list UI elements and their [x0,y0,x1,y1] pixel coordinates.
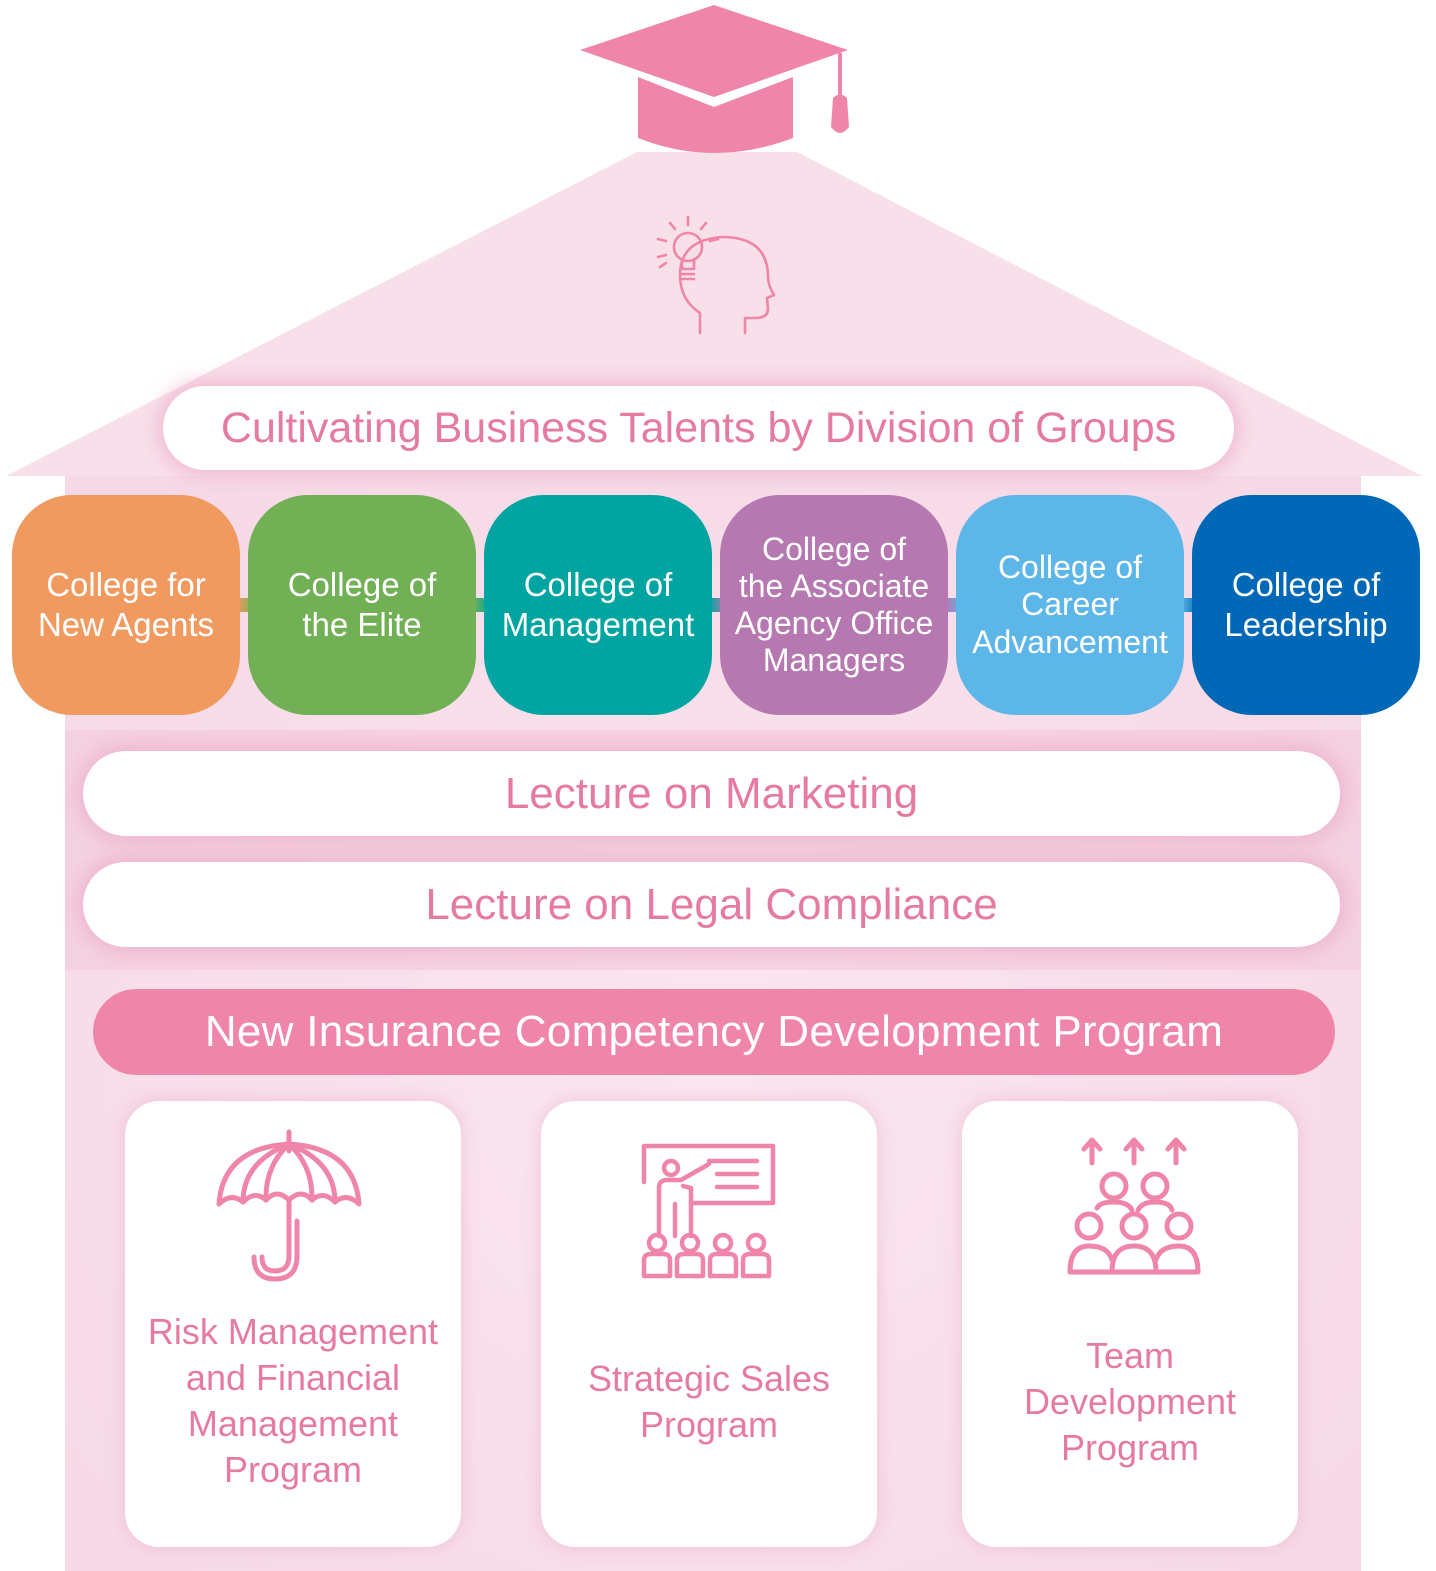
card-label: Team Development Program [1023,1335,1237,1468]
program-title: New Insurance Competency Development Pro… [93,989,1335,1075]
college-label: College of Career Advancement [972,549,1168,660]
college-label: College for New Agents [37,565,215,643]
college-management: College of Management [484,495,712,715]
college-leadership: College of Leadership [1192,495,1420,715]
college-new-agents: College for New Agents [12,495,240,715]
division-title: Cultivating Business Talents by Division… [163,386,1234,470]
team-growth-icon [1067,1137,1201,1275]
college-label: College of Management [501,565,695,643]
presentation-icon [641,1143,776,1279]
college-label: College of Leadership [1224,565,1388,643]
lecture-legal-compliance: Lecture on Legal Compliance [83,862,1340,947]
program-card-strategic-sales: Strategic Sales Program [541,1101,877,1547]
card-label: Risk Management and Financial Management… [147,1311,439,1490]
college-label: College of the Elite [287,565,437,643]
program-card-risk: Risk Management and Financial Management… [125,1101,461,1547]
program-title-text: New Insurance Competency Development Pro… [204,1007,1224,1056]
umbrella-icon [216,1129,362,1282]
lecture-legal-text: Lecture on Legal Compliance [425,879,998,929]
college-label: College of the Associate Agency Office M… [734,530,934,679]
division-title-text: Cultivating Business Talents by Division… [220,403,1177,452]
college-associate-agency: College of the Associate Agency Office M… [720,495,948,715]
lecture-marketing-text: Lecture on Marketing [504,768,919,818]
card-label: Strategic Sales Program [587,1358,831,1445]
lecture-marketing: Lecture on Marketing [83,751,1340,836]
head-lightbulb-icon [656,215,776,335]
graduation-cap-icon [580,5,849,153]
program-card-team-development: Team Development Program [962,1101,1298,1547]
college-career-advancement: College of Career Advancement [956,495,1184,715]
college-elite: College of the Elite [248,495,476,715]
